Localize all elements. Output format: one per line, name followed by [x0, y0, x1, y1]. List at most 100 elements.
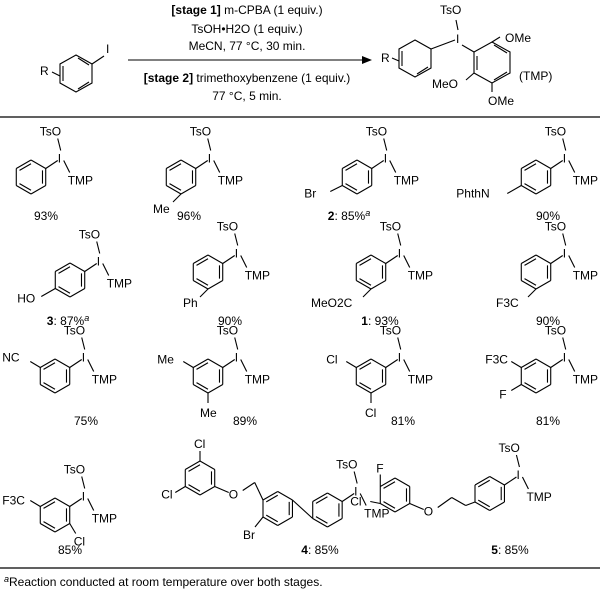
- bond: [196, 362, 209, 370]
- bond: [199, 486, 215, 496]
- bond: [403, 255, 411, 268]
- bond: [169, 183, 182, 191]
- starting-material: I R: [40, 42, 109, 93]
- bond: [521, 254, 537, 264]
- bond: [465, 501, 476, 507]
- iodo-label: I: [563, 247, 566, 261]
- product-tso-label: TsO: [440, 3, 461, 17]
- bond: [535, 254, 551, 264]
- bond: [383, 481, 396, 489]
- bond: [57, 138, 62, 151]
- tmp-label: TMP: [92, 512, 117, 526]
- bond: [43, 382, 56, 390]
- tso-label: TsO: [217, 220, 238, 234]
- bond: [262, 516, 278, 526]
- bond: [234, 337, 239, 350]
- bond: [265, 514, 278, 523]
- bond: [521, 280, 537, 290]
- bond: [515, 454, 520, 468]
- trifluoromethyl-label: F3C: [2, 494, 25, 508]
- tmp-label: TMP: [245, 269, 270, 283]
- bond: [166, 159, 182, 169]
- tmp-label: TMP: [107, 277, 132, 291]
- iodo-label: I: [208, 152, 211, 166]
- bond: [524, 278, 537, 286]
- bond: [356, 280, 372, 290]
- bond: [474, 501, 490, 511]
- yield-label: 93%: [34, 209, 58, 223]
- bond: [359, 278, 372, 286]
- bond: [489, 476, 505, 486]
- iodo-label: I: [563, 152, 566, 166]
- yield-label: 81%: [536, 414, 560, 428]
- bond: [370, 500, 381, 505]
- bond: [277, 491, 293, 501]
- tso-label: TsO: [64, 324, 85, 338]
- bond: [345, 361, 357, 368]
- bond: [562, 337, 567, 350]
- bond: [535, 280, 551, 290]
- bond: [370, 280, 386, 290]
- bond: [315, 496, 328, 504]
- oxygen-label: O: [424, 505, 433, 519]
- bond: [477, 499, 490, 508]
- bond: [81, 476, 86, 489]
- bond: [312, 518, 328, 528]
- bond: [40, 384, 56, 394]
- bond: [40, 358, 56, 368]
- bond: [193, 358, 209, 368]
- bond: [58, 286, 71, 294]
- bond: [342, 185, 358, 195]
- fluoro-label: F: [499, 388, 506, 402]
- bond: [199, 460, 215, 470]
- iodo-label: I: [563, 351, 566, 365]
- bond: [40, 497, 56, 507]
- footnote-mark: a: [4, 574, 9, 584]
- bond: [188, 484, 201, 492]
- bond: [371, 160, 385, 169]
- bond: [353, 471, 358, 484]
- bond: [43, 521, 56, 529]
- bond: [254, 482, 264, 501]
- tso-label: TsO: [40, 125, 61, 139]
- bond: [185, 486, 201, 496]
- iodo-label: I: [58, 152, 61, 166]
- bond: [193, 384, 209, 394]
- bond: [312, 492, 328, 502]
- yield-label: 90%: [536, 209, 560, 223]
- condition-line-5: 77 °C, 5 min.: [212, 89, 282, 103]
- tso-label: TsO: [190, 125, 211, 139]
- bond: [562, 138, 567, 151]
- bond: [54, 497, 70, 507]
- stage1-tag: [stage 1]: [171, 3, 220, 17]
- bond: [535, 358, 551, 368]
- yield-label: 81%: [391, 414, 415, 428]
- chloro-label: Cl: [350, 495, 361, 509]
- bromo-label: Br: [304, 187, 316, 201]
- bond: [265, 494, 278, 503]
- iodo-label: I: [97, 255, 100, 269]
- bond: [510, 361, 522, 368]
- bond: [55, 262, 71, 272]
- bond: [54, 384, 70, 394]
- bond: [16, 185, 32, 195]
- phenyl-label: Ph: [183, 296, 198, 310]
- bond: [19, 183, 32, 191]
- bond: [356, 159, 372, 169]
- bond: [69, 262, 85, 272]
- bromo-label: Br: [243, 528, 255, 542]
- bond: [341, 493, 355, 502]
- r-group-label: R: [40, 64, 49, 78]
- tso-label: TsO: [545, 125, 566, 139]
- bond: [240, 359, 248, 372]
- bond: [524, 258, 537, 266]
- bond: [19, 163, 32, 171]
- bond: [188, 464, 201, 472]
- bond: [524, 163, 537, 171]
- product-ome-top: OMe: [505, 31, 531, 45]
- trifluoromethyl-label: F3C: [496, 296, 519, 310]
- chloro-label: Cl: [365, 406, 376, 420]
- iodo-label: I: [516, 468, 519, 482]
- phthn-label: PhthN: [456, 187, 489, 201]
- tso-label: TsO: [366, 125, 387, 139]
